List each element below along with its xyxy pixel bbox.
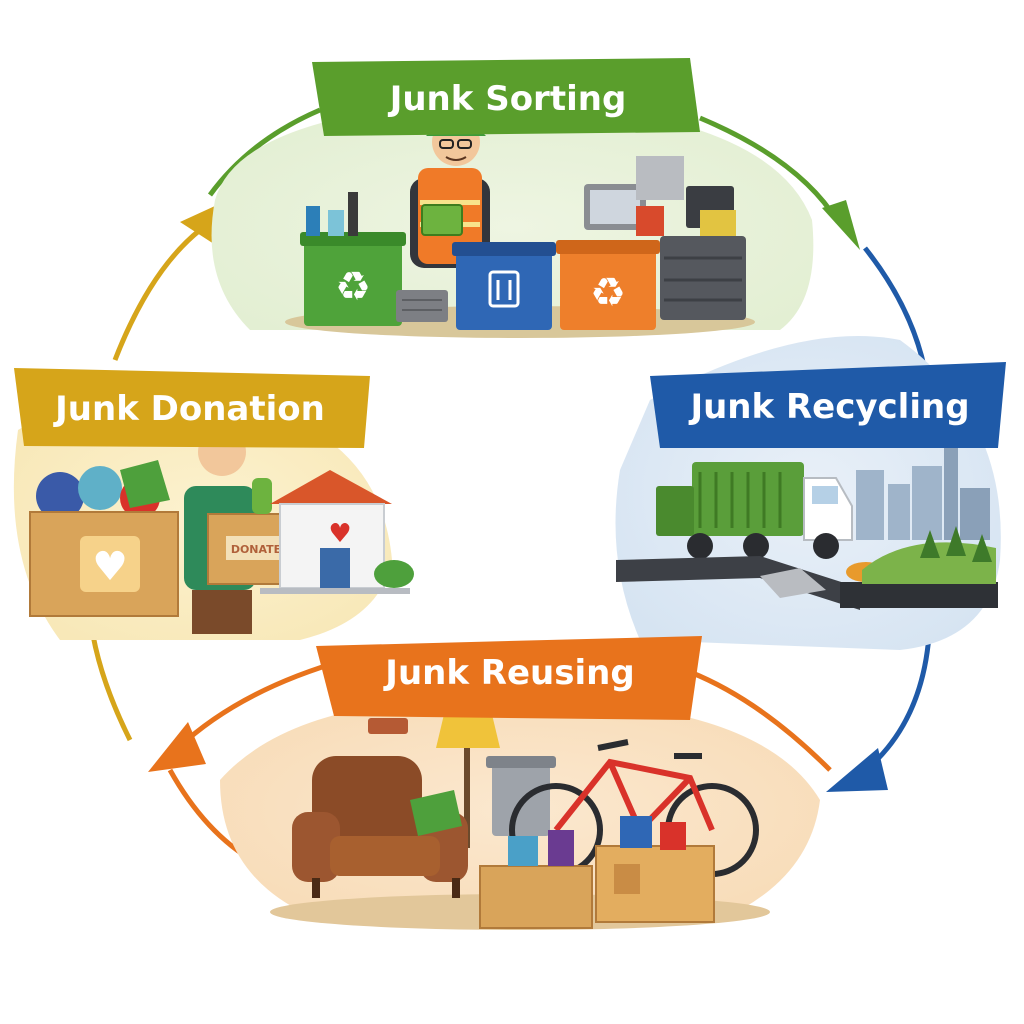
- reusing-scene: [220, 699, 820, 930]
- garbage-truck: [656, 462, 853, 559]
- arrow-icon: [826, 748, 888, 792]
- electronics-pile: [584, 156, 746, 320]
- donation-box-with-items: ♥: [29, 460, 179, 617]
- arrow-reusing-to-donation: [176, 657, 346, 750]
- banner-donation-label: Junk Donation: [53, 389, 325, 429]
- arrow-donation-to-sorting-tail: [207, 107, 321, 197]
- recycle-icon: ♻: [590, 270, 626, 316]
- recycle-icon: ♻: [335, 264, 371, 310]
- blue-recycling-bin: [452, 242, 556, 330]
- arrow-donation-upper: [112, 228, 202, 361]
- banner-recycling: Junk Recycling: [650, 362, 1006, 448]
- orange-recycling-bin: ♻: [556, 240, 660, 330]
- conveyor-platform: [616, 556, 998, 610]
- donation-box-label: DONATE: [231, 543, 281, 556]
- banner-recycling-label: Junk Recycling: [688, 387, 969, 427]
- green-hill-trees: [862, 526, 996, 584]
- banner-reusing-label: Junk Reusing: [383, 653, 634, 693]
- arrow-icon: [148, 722, 206, 772]
- sorting-scene: ♻ ♻: [211, 100, 814, 338]
- armchair: [292, 756, 468, 898]
- city-skyline: [856, 430, 990, 540]
- arrow-icon: [822, 200, 860, 250]
- trash-can: [486, 756, 556, 836]
- donation-house: ♥: [260, 470, 414, 594]
- banner-donation: Junk Donation: [14, 368, 370, 448]
- green-recycling-bin: ♻: [300, 192, 406, 326]
- small-item: [368, 718, 408, 734]
- arrow-reusing-arc: [689, 669, 832, 772]
- heart-icon: ♥: [328, 519, 351, 549]
- banner-reusing: Junk Reusing: [316, 636, 702, 720]
- heart-icon: ♥: [92, 544, 128, 590]
- gray-basket: [396, 290, 448, 322]
- banner-sorting: Junk Sorting: [312, 58, 700, 136]
- cardboard-boxes: [479, 816, 715, 929]
- donation-scene: ♥ DONATE ♥: [13, 394, 414, 640]
- banner-sorting-label: Junk Sorting: [388, 79, 627, 119]
